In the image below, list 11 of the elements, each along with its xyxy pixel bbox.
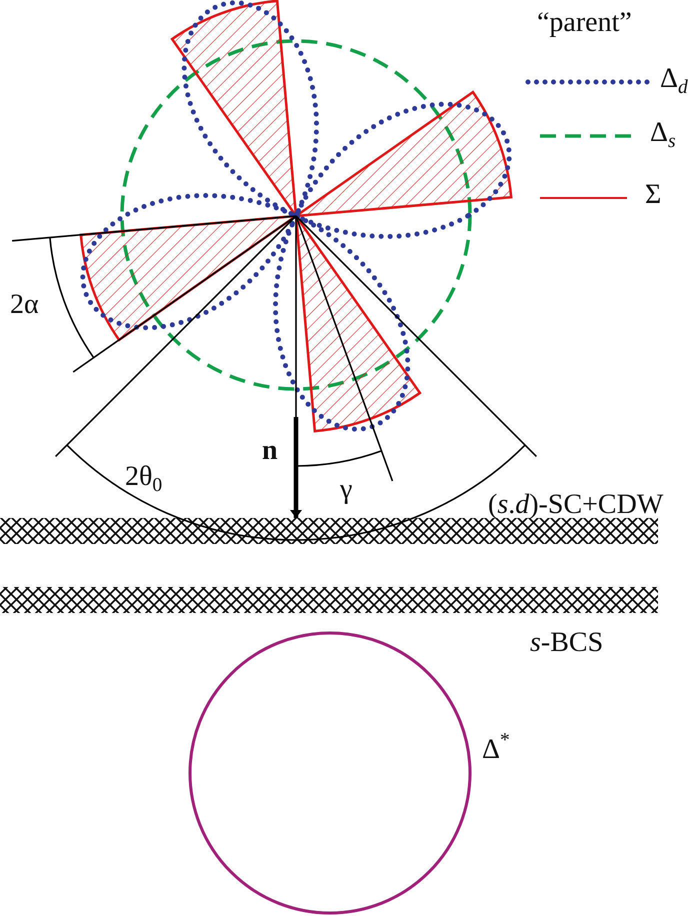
legend-label: Δ$_{d}$ [660,64,688,98]
angle-label: 2θ$_{0}$ [125,462,162,496]
legend-title: “parent” [537,8,632,39]
legend-label: Δ$_{s}$ [650,118,676,152]
vector-label: n [262,436,278,467]
phase-label: s-BCS [530,628,604,659]
angle-label: 2α [10,290,39,321]
angle-label: γ [340,475,352,506]
gap-label: Δ$^{*}$ [482,730,510,766]
legend-label: Σ [645,180,662,211]
phase-label: (s.d)-SC+CDW [488,490,664,521]
